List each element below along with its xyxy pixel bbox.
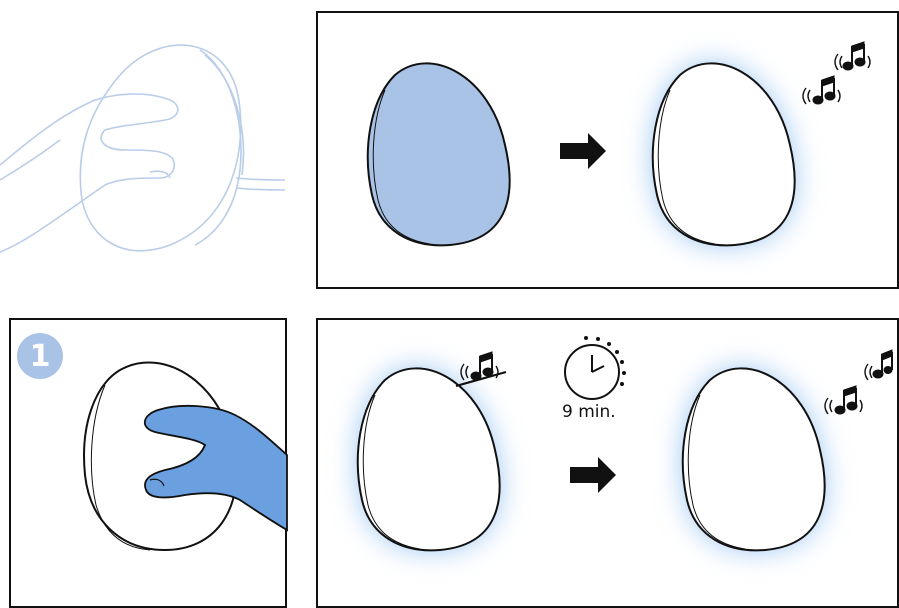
device-off xyxy=(368,63,510,245)
right-arrow-icon xyxy=(560,133,606,169)
device-with-blue-hand xyxy=(84,363,287,550)
timer-label: 9 min. xyxy=(562,402,616,422)
stopwatch-icon xyxy=(565,336,626,399)
device-snoozed xyxy=(358,368,500,550)
step-number-badge: 1 xyxy=(17,333,63,379)
music-note-icon xyxy=(803,42,870,104)
illustration-canvas xyxy=(0,0,899,593)
device-alarm-resumed xyxy=(683,368,825,550)
ghost-device-with-hand xyxy=(0,45,285,252)
device-on-glowing xyxy=(653,63,795,245)
music-note-icon xyxy=(825,350,892,414)
music-muted-icon xyxy=(456,352,506,386)
right-arrow-icon xyxy=(570,457,616,493)
